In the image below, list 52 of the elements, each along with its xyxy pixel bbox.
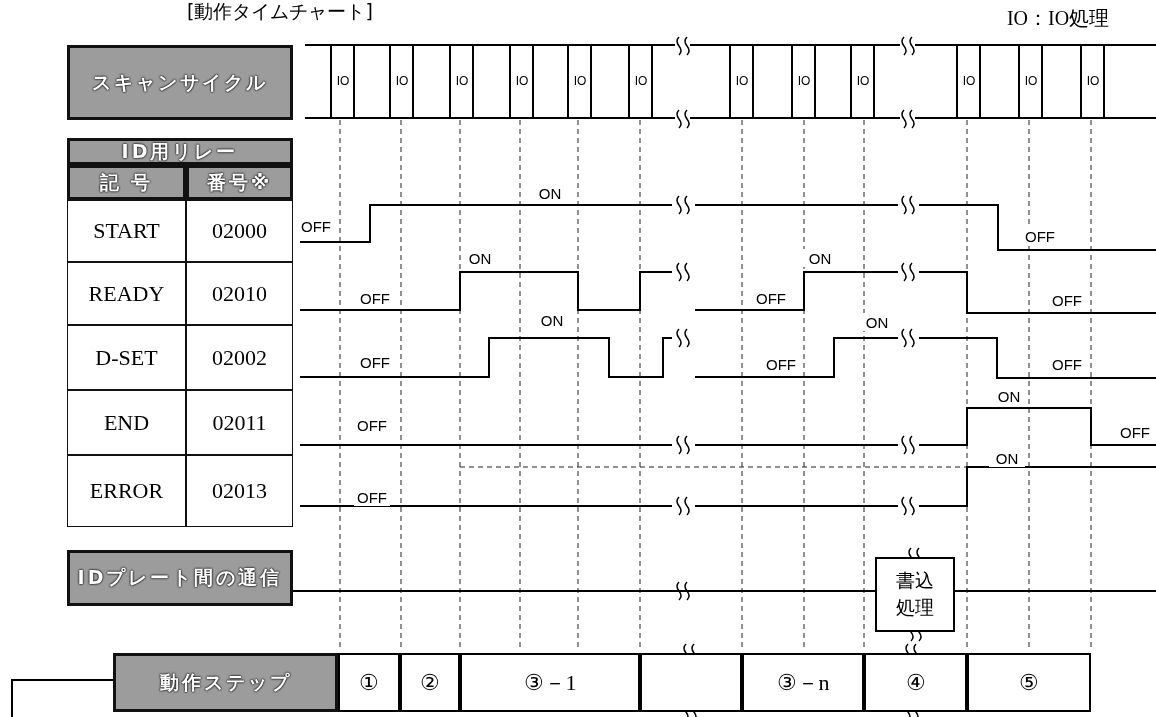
legend-note: IO：IO処理: [1005, 5, 1111, 31]
signal-name-cell: START: [67, 200, 186, 262]
relay-number-cell: 02013: [186, 455, 293, 527]
signal-name-cell: READY: [67, 262, 186, 325]
cell-text: ③－n: [776, 668, 830, 697]
header-box: [67, 45, 293, 120]
connector-line: [11, 679, 114, 717]
cell-text: ①: [359, 669, 379, 696]
relay-number-cell: 02002: [186, 325, 293, 390]
step-cell: [460, 653, 640, 712]
io-marker: IO: [796, 73, 812, 90]
connector-line: [292, 590, 876, 592]
cell-text: ⑤: [1019, 669, 1039, 696]
process-box: [875, 557, 955, 632]
chart-title: [動作タイムチャート]: [186, 0, 374, 24]
step-cell: [967, 653, 1091, 712]
cell-text: ③－1: [523, 668, 577, 697]
io-marker: IO: [1023, 73, 1039, 90]
step-cell: [640, 653, 742, 712]
io-marker: IO: [514, 73, 530, 90]
step-cell: [400, 653, 460, 712]
relay-number-cell: 02000: [186, 200, 293, 262]
header-text: 動作ステップ: [159, 669, 292, 695]
table-header: ID用リレー: [67, 138, 293, 165]
cell-text: 書込処理: [895, 568, 935, 620]
io-marker: IO: [961, 73, 977, 90]
step-cell: [742, 653, 864, 712]
step-cell: [338, 653, 400, 712]
column-header: 番号※: [186, 165, 293, 200]
signal-name-cell: END: [67, 390, 186, 455]
header-text: スキャンサイクル: [92, 69, 268, 95]
signal-name-cell: D-SET: [67, 325, 186, 390]
io-marker: IO: [394, 73, 410, 90]
io-marker: IO: [454, 73, 470, 90]
header-text: IDプレート間の通信: [77, 565, 283, 590]
state-label: OFF: [1022, 227, 1058, 245]
cell-text: ②: [420, 669, 440, 696]
column-header: 記 号: [67, 165, 186, 200]
header-box: [113, 653, 338, 712]
step-cell: [864, 653, 967, 712]
relay-number-cell: 02011: [186, 390, 293, 455]
cell-text: ④: [905, 669, 926, 696]
io-marker: IO: [1085, 73, 1101, 90]
signal-name-cell: ERROR: [67, 455, 186, 527]
io-marker: IO: [335, 73, 351, 90]
io-marker: IO: [633, 73, 649, 90]
io-marker: IO: [734, 73, 750, 90]
relay-number-cell: 02010: [186, 262, 293, 325]
header-box: [67, 550, 293, 606]
io-marker: IO: [855, 73, 871, 90]
connector-line: [954, 590, 1156, 592]
io-marker: IO: [572, 73, 588, 90]
